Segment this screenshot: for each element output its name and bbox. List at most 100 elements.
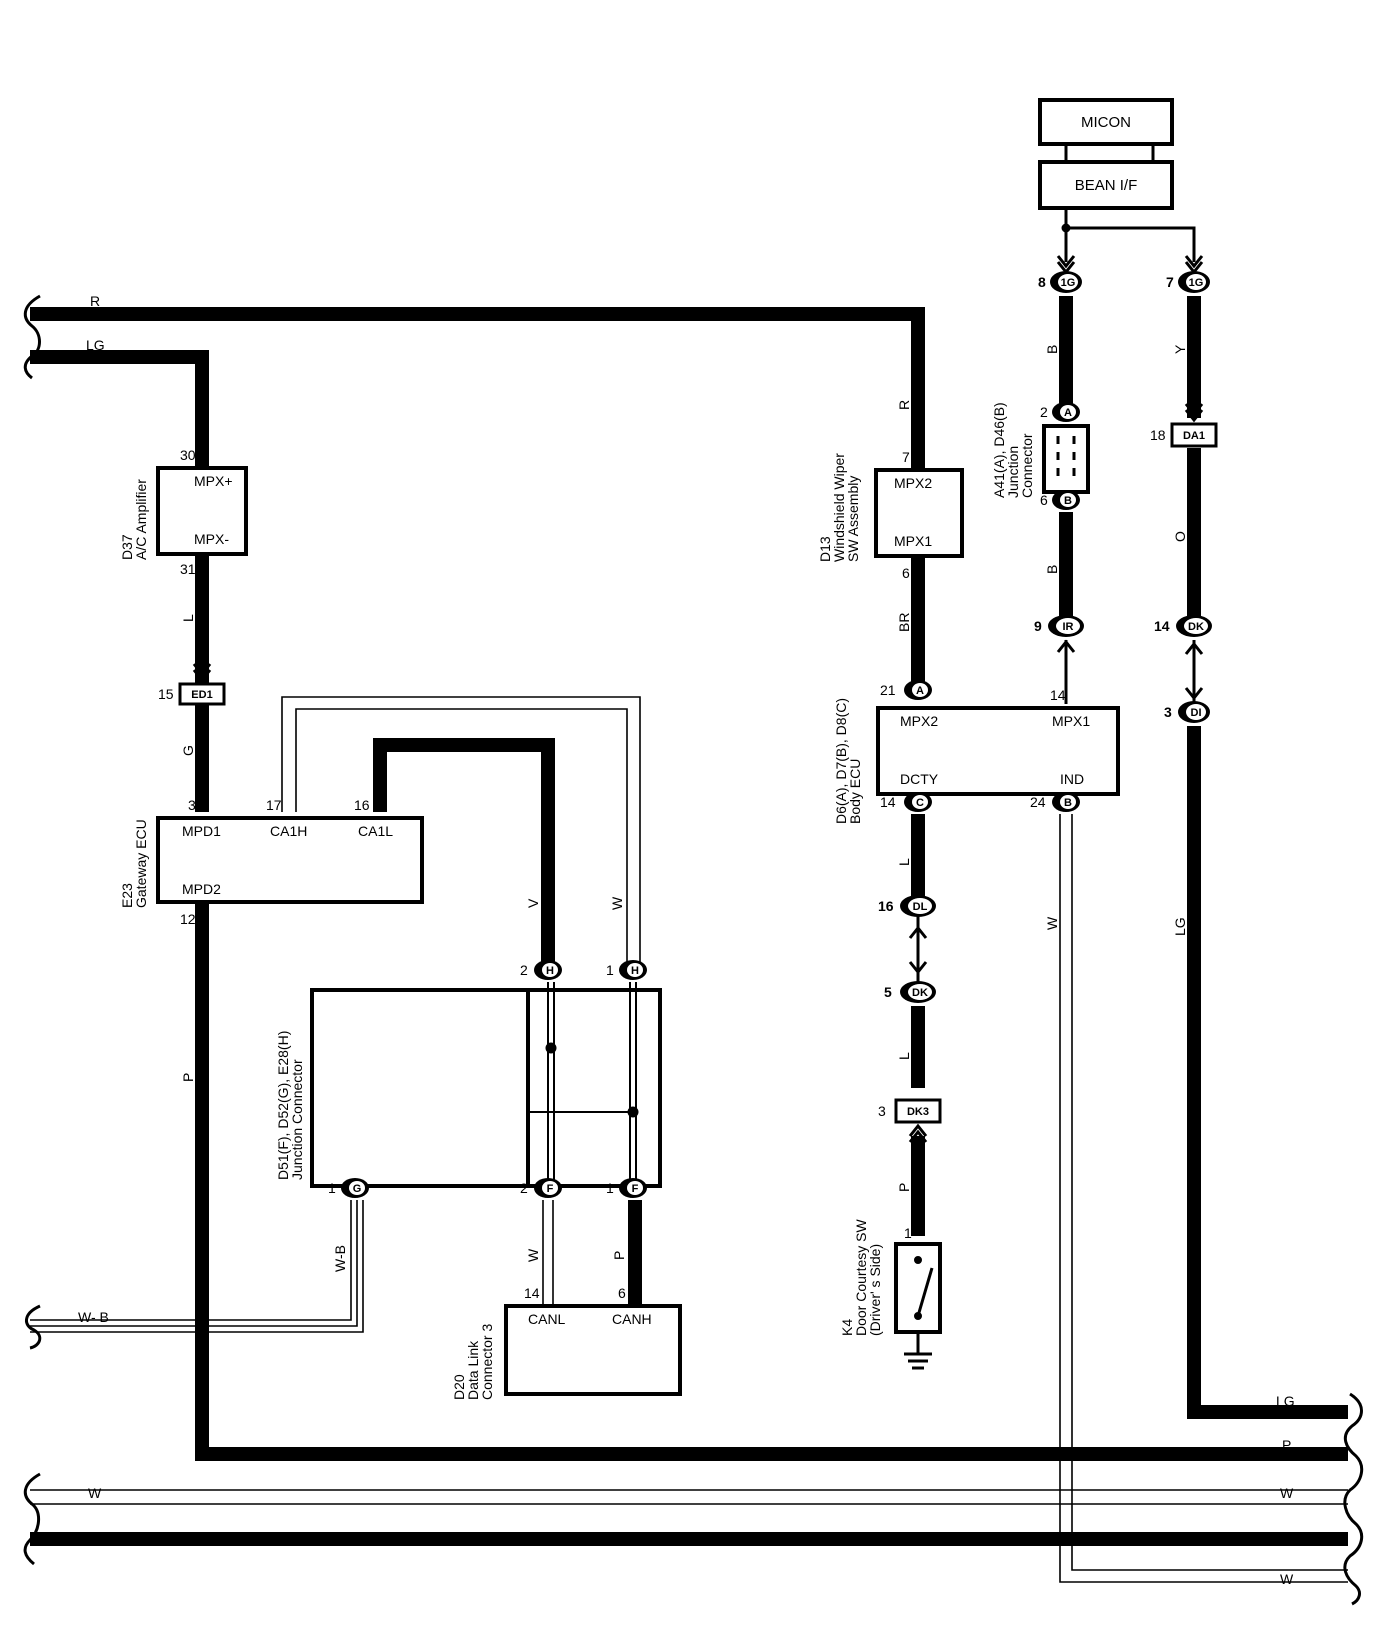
wire-w-ind-a: [1059, 814, 1348, 1583]
connector-ir-9: IR 9: [1034, 615, 1084, 637]
connector-dk-5: DK 5: [884, 981, 936, 1003]
connector-a-2: A 2: [1040, 402, 1080, 422]
connector-ecu-b-id: B: [1064, 797, 1072, 809]
wires: [30, 144, 1348, 1583]
dlc3: CANL CANH 14 6 D20 Data Link Connector 3: [451, 1285, 682, 1400]
ac-amp-mpx-plus: MPX+: [194, 473, 233, 489]
wiper-pin-6: 6: [902, 565, 910, 581]
gateway-mpd2: MPD2: [182, 881, 221, 897]
connector-b-6: B 6: [1040, 490, 1080, 510]
dlc3-pin-14: 14: [524, 1285, 540, 1301]
wc-lg-right: LG: [1172, 917, 1188, 936]
connector-di-3: DI 3: [1164, 701, 1210, 723]
ac-amp-pin-31: 31: [180, 561, 196, 577]
connector-symbols: 1G 8 1G 7 A 2 B 6 IR 9: [158, 271, 1218, 1198]
connector-ir-9-pin: 9: [1034, 618, 1042, 634]
wire-w-h1-inner: [295, 708, 628, 968]
door-sw-name-2: Door Courtesy SW: [853, 1219, 869, 1336]
wire-r: [30, 307, 925, 470]
body-ecu: MPX2 MPX1 DCTY IND 14 D6(A), D7(B), D8(C…: [833, 687, 1120, 824]
gateway-pin-17: 17: [266, 797, 282, 813]
gateway-pin-3: 3: [188, 797, 196, 813]
body-ecu-dcty: DCTY: [900, 771, 939, 787]
dlc3-name-3: Connector 3: [479, 1324, 495, 1400]
connector-ecu-c-pin: 14: [880, 794, 896, 810]
break-left-bus: [23, 1472, 41, 1566]
ac-amp-mpx-minus: MPX-: [194, 531, 229, 547]
gateway-pin-12: 12: [180, 911, 196, 927]
wc-bus-o-right: O: [1282, 1529, 1293, 1545]
break-left-wb: [25, 1304, 42, 1350]
connector-h-2-pin: 2: [520, 962, 528, 978]
connector-1g-8-id: 1G: [1061, 277, 1076, 289]
junction-d51: D51(F), D52(G), E28(H) Junction Connecto…: [275, 982, 662, 1188]
dlc3-canh: CANH: [612, 1311, 652, 1327]
connector-dk3-pin: 3: [878, 1103, 886, 1119]
connector-f-2-pin: 2: [520, 1180, 528, 1196]
connector-f-2-id: F: [547, 1183, 554, 1195]
door-switch: 1 K4 Door Courtesy SW (Driver' s Side): [839, 1219, 942, 1370]
connector-g-1-pin: 1: [328, 1180, 336, 1196]
connector-h-1-id: H: [631, 965, 639, 977]
connector-ir-9-id: IR: [1063, 621, 1074, 633]
wiper-name-1: D13: [817, 536, 833, 562]
wc-bus-o-left: O: [90, 1529, 101, 1545]
connector-dk-14-id: DK: [1188, 621, 1204, 633]
connector-h-1-pin: 1: [606, 962, 614, 978]
wc-y: Y: [1172, 344, 1188, 354]
wc-wb-vert: W-B: [332, 1245, 348, 1272]
wc-bus-w-bottom: W: [1280, 1571, 1294, 1587]
wire-wb-b: [30, 1200, 358, 1327]
wc-o-right: O: [1172, 531, 1188, 542]
ac-amp-name-2: A/C Amplifier: [133, 479, 149, 560]
body-ecu-name-2: Body ECU: [847, 759, 863, 824]
wire-wb-c: [30, 1200, 364, 1333]
door-sw-name-3: (Driver' s Side): [867, 1244, 883, 1336]
wc-r-top: R: [90, 293, 100, 309]
connector-ecu-a-pin: 21: [880, 682, 896, 698]
wc-b-lower: B: [1044, 565, 1060, 574]
connector-ecu-b-24: B 24: [1030, 792, 1080, 812]
connector-dk3-3: DK3 3: [878, 1098, 942, 1143]
break-right-bus: [1343, 1392, 1364, 1606]
connector-dl-pin: 16: [878, 898, 894, 914]
connector-f-2: F 2: [520, 1178, 562, 1198]
connector-h-1: H 1: [606, 960, 647, 980]
connector-g-1-id: G: [353, 1183, 362, 1195]
wc-wb-left: W- B: [78, 1309, 109, 1325]
ac-amp-name-1: D37: [119, 534, 135, 560]
wc-r-wiper: R: [896, 400, 912, 410]
wc-br: BR: [896, 613, 912, 632]
wiper-pin-7: 7: [902, 449, 910, 465]
ac-amp-pin-30: 30: [180, 447, 196, 463]
wc-lg-top: LG: [86, 337, 105, 353]
gateway-ca1h: CA1H: [270, 823, 307, 839]
connector-dk-5-pin: 5: [884, 984, 892, 1000]
connector-ecu-a-id: A: [916, 685, 924, 697]
wc-v: V: [525, 898, 541, 908]
connector-1g-7-pin: 7: [1166, 274, 1174, 290]
door-sw-name-1: K4: [839, 1319, 855, 1336]
wc-g-ed1: G: [180, 745, 196, 756]
connector-b-6-id: B: [1064, 495, 1072, 507]
junction-d51-name-1: D51(F), D52(G), E28(H): [275, 1031, 291, 1180]
break-left-r-lg: [23, 294, 41, 380]
door-sw-pin-1: 1: [904, 1225, 912, 1241]
micon-block: MICON BEAN I/F: [1038, 98, 1204, 275]
connector-ecu-c-id: C: [916, 797, 924, 809]
connector-ed1-pin: 15: [158, 686, 174, 702]
connector-ecu-b-pin: 24: [1030, 794, 1046, 810]
wc-l-dl: L: [896, 858, 912, 866]
gateway-name-1: E23: [119, 883, 135, 908]
wire-wb-a: [30, 1200, 352, 1321]
connector-dk-14: DK 14: [1154, 615, 1212, 637]
connector-dk-5-id: DK: [912, 987, 928, 999]
connector-dk-14-pin: 14: [1154, 618, 1170, 634]
connector-1g-7-id: 1G: [1189, 277, 1204, 289]
wc-p-f1: P: [611, 1251, 627, 1260]
wc-l-dk: L: [896, 1052, 912, 1060]
body-ecu-mpx1: MPX1: [1052, 713, 1090, 729]
body-ecu-name-1: D6(A), D7(B), D8(C): [833, 698, 849, 824]
connector-dl-id: DL: [913, 901, 928, 913]
